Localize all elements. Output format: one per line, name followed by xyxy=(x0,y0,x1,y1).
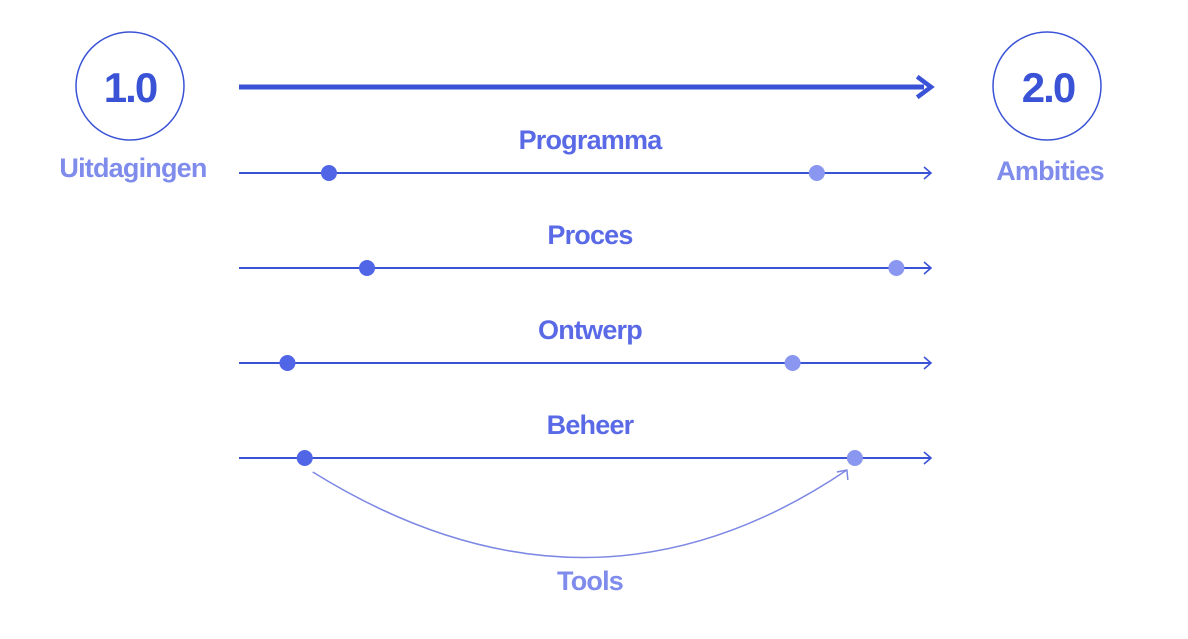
start-node: 1.0 Uitdagingen xyxy=(59,31,207,183)
track-label: Programma xyxy=(519,125,664,155)
track-start-dot xyxy=(320,165,337,181)
track-start-dot xyxy=(279,355,296,371)
track-label: Ontwerp xyxy=(538,315,642,345)
track-arrowhead-icon xyxy=(923,356,933,370)
tools-connector: Tools xyxy=(312,469,849,596)
track-arrowhead-icon xyxy=(923,166,933,180)
tools-label: Tools xyxy=(557,566,623,596)
track-end-dot xyxy=(846,450,863,466)
track-end-dot xyxy=(888,260,905,276)
track-start-dot xyxy=(359,260,376,276)
tools-arrowhead-icon xyxy=(836,469,849,481)
end-node: 2.0 Ambities xyxy=(992,31,1105,186)
track-label: Beheer xyxy=(547,410,635,440)
start-caption: Uitdagingen xyxy=(59,153,206,183)
end-caption: Ambities xyxy=(996,156,1104,186)
track-end-dot xyxy=(784,355,801,371)
main-arrow xyxy=(239,74,935,100)
track-arrowhead-icon xyxy=(923,451,933,465)
main-arrowhead-icon xyxy=(915,74,935,100)
end-number: 2.0 xyxy=(1022,64,1075,111)
track-label: Proces xyxy=(547,220,632,250)
tools-curve xyxy=(312,469,848,559)
track-row: Proces xyxy=(239,220,933,276)
track-row: Ontwerp xyxy=(239,315,933,371)
track-row: Beheer xyxy=(239,410,933,466)
end-circle xyxy=(992,31,1102,141)
track-arrowhead-icon xyxy=(923,261,933,275)
track-start-dot xyxy=(296,450,313,466)
start-circle xyxy=(75,31,185,141)
track-row: Programma xyxy=(239,125,933,181)
start-number: 1.0 xyxy=(104,64,157,111)
track-end-dot xyxy=(808,165,825,181)
